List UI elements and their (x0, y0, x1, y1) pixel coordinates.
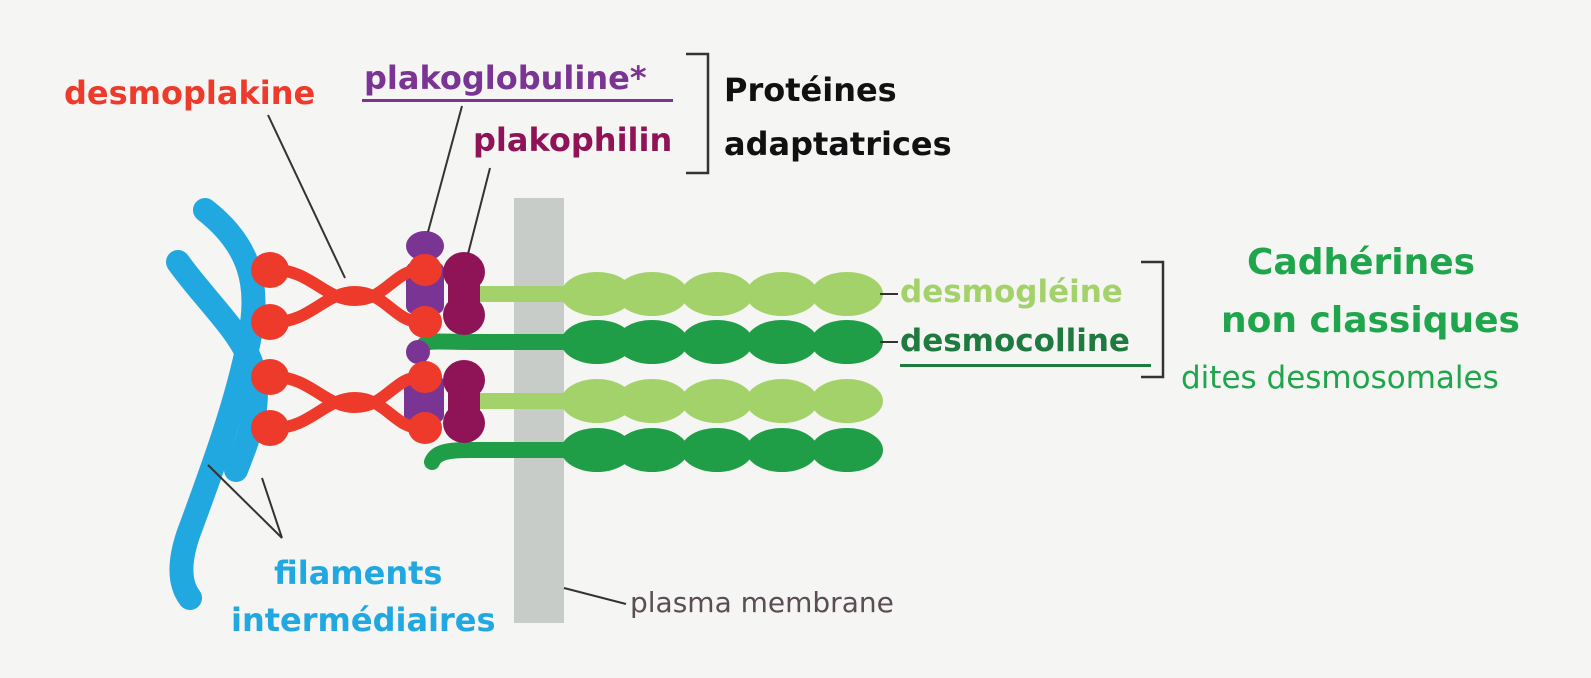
leader-lines (207, 105, 898, 605)
desmoplakin-complexes (251, 252, 442, 446)
desmocollin-label: desmocolline (900, 323, 1130, 359)
plakoglobulin-label: plakoglobuline* (364, 59, 647, 97)
label-underlines (362, 99, 1151, 367)
plakophilin-complexes (443, 252, 485, 443)
desmoglein-label: desmogléine (900, 274, 1123, 310)
desmocollin-chains (561, 320, 883, 472)
adapter-proteins-label-line2: adaptatrices (724, 125, 952, 163)
cadherin-title-line2: non classiques (1221, 300, 1520, 341)
cadherin-tails (417, 286, 578, 470)
cadherin-subtitle: dites desmosomales (1181, 360, 1499, 396)
desmoglein-chains (561, 272, 883, 423)
intermediate-filaments-label-line2: intermédiaires (231, 601, 496, 639)
brackets (686, 52, 1165, 379)
intermediate-filaments (166, 198, 268, 610)
plasma-membrane (514, 198, 564, 623)
plasma-membrane-label: plasma membrane (630, 586, 894, 619)
adapter-proteins-label-line1: Protéines (724, 71, 897, 109)
plakophilin-label: plakophilin (473, 121, 673, 159)
intermediate-filaments-label-line1: filaments (274, 554, 443, 592)
desmoplakin-label: desmoplakine (64, 74, 316, 112)
cadherin-title-line1: Cadhérines (1247, 242, 1476, 283)
